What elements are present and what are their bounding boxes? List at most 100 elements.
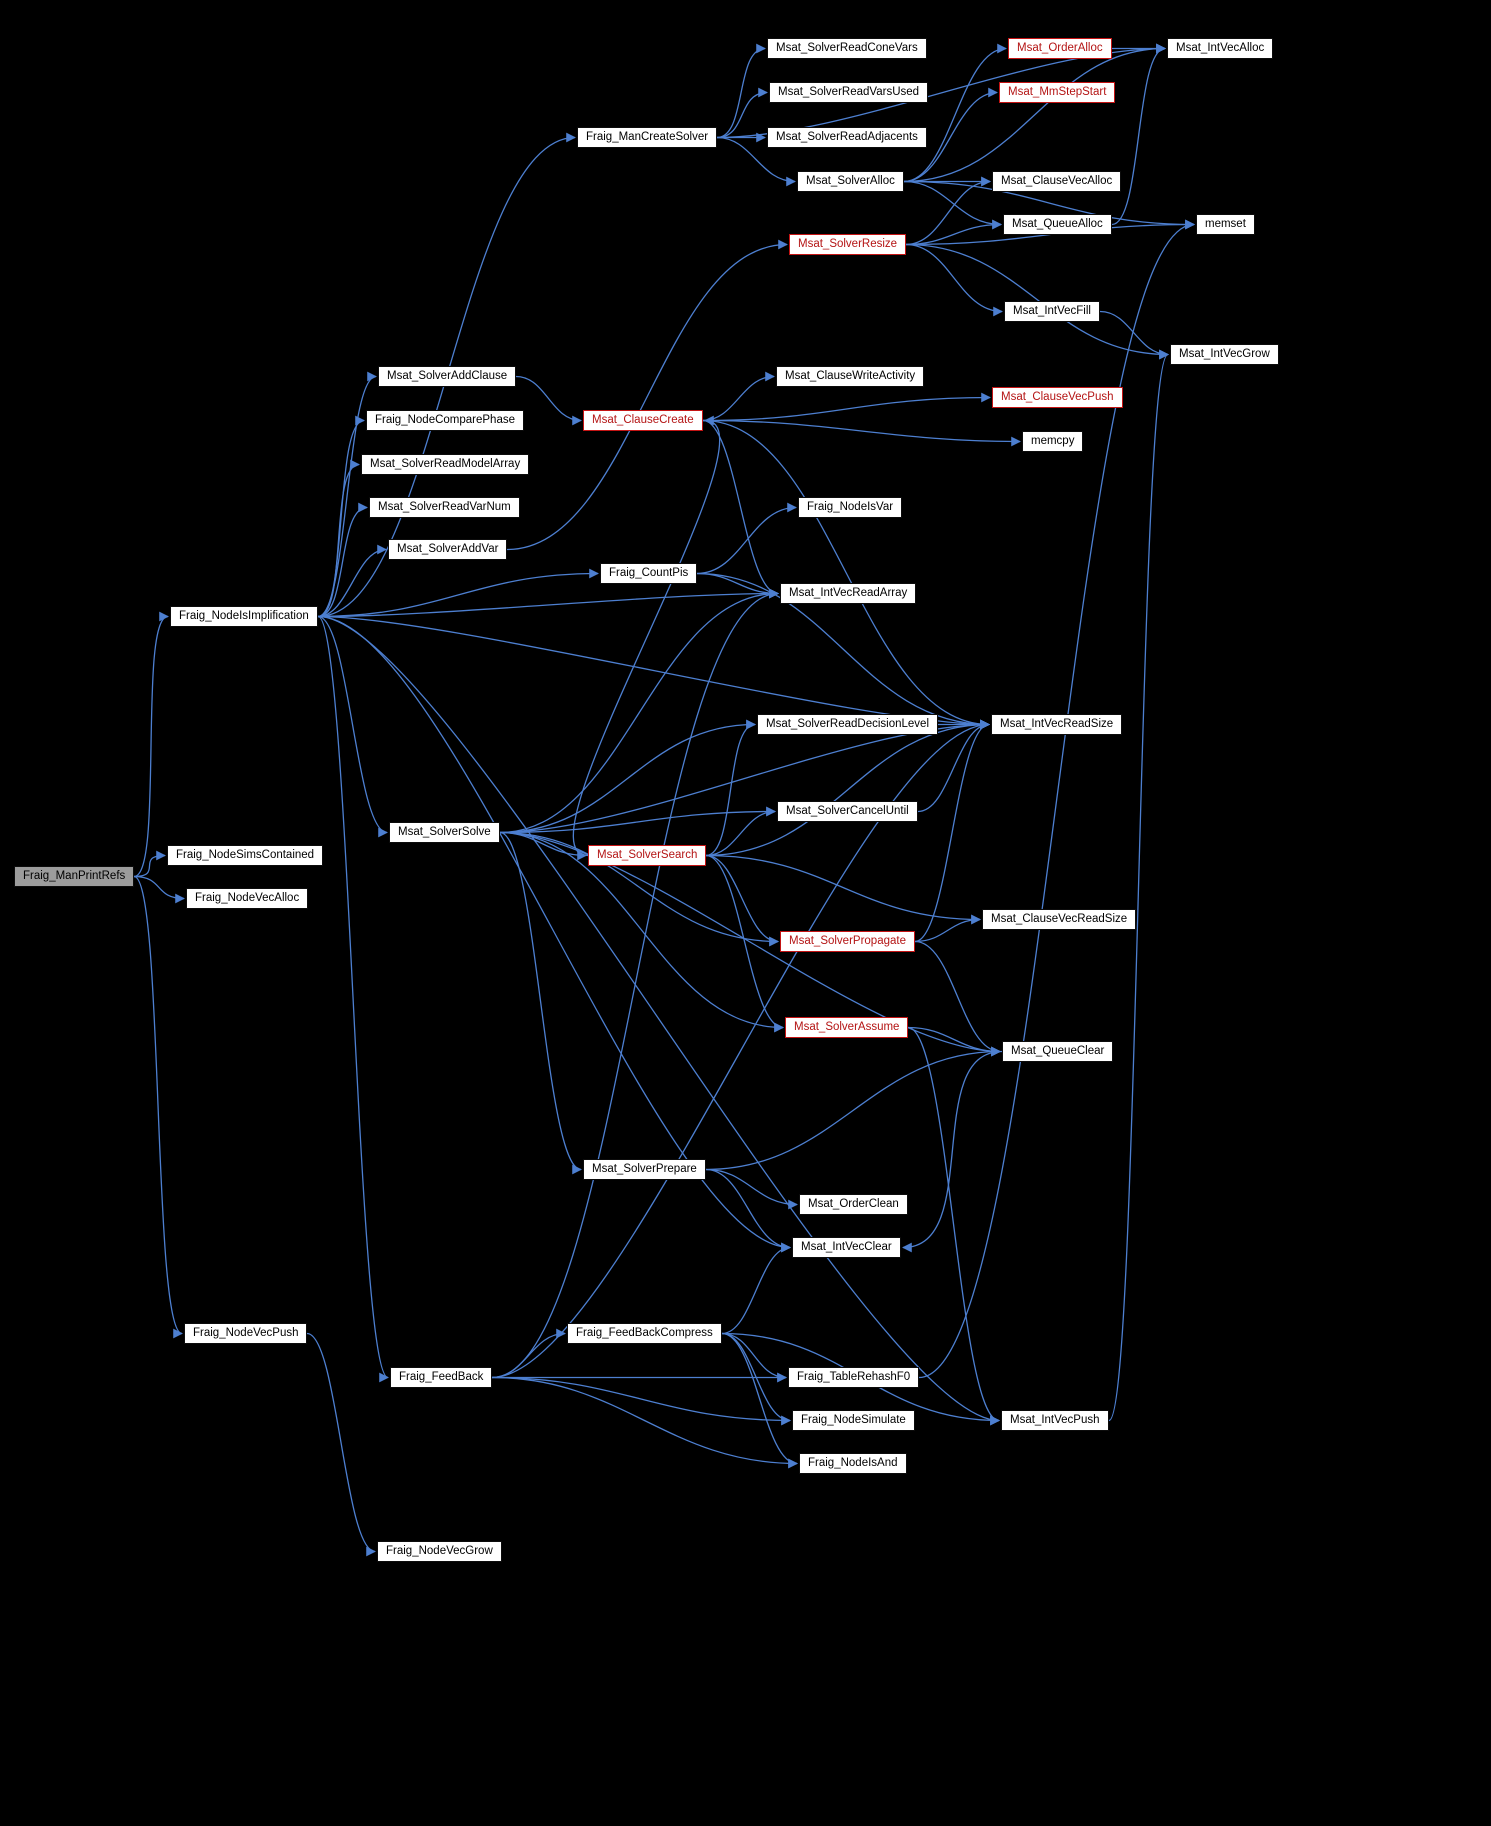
edge-Msat_SolverSolve-to-Msat_IntVecReadArray bbox=[499, 588, 779, 834]
graph-node-Fraig_NodeIsVar[interactable]: Fraig_NodeIsVar bbox=[798, 497, 903, 518]
graph-node-Msat_ClauseWriteActivity[interactable]: Msat_ClauseWriteActivity bbox=[776, 366, 925, 387]
graph-node-Fraig_NodeComparePhase[interactable]: Fraig_NodeComparePhase bbox=[366, 410, 524, 431]
edge-Fraig_TableRehashF0-to-memset bbox=[918, 219, 1195, 1379]
edge-Msat_SolverSolve-to-Msat_SolverCancelUntil bbox=[499, 806, 776, 834]
edge-Fraig_FeedBack-to-Fraig_NodeIsAnd bbox=[491, 1376, 798, 1469]
edge-Msat_SolverCancelUntil-to-Msat_IntVecReadSize bbox=[917, 719, 990, 813]
edge-Fraig_ManPrintRefs-to-Fraig_NodeVecPush bbox=[133, 875, 183, 1339]
graph-node-Msat_SolverReadDecisionLevel[interactable]: Msat_SolverReadDecisionLevel bbox=[757, 714, 938, 735]
graph-node-Msat_SolverReadAdjacents[interactable]: Msat_SolverReadAdjacents bbox=[767, 127, 927, 148]
graph-node-Msat_SolverAssume[interactable]: Msat_SolverAssume bbox=[785, 1017, 909, 1038]
graph-node-Fraig_NodeSimsContained[interactable]: Fraig_NodeSimsContained bbox=[167, 845, 324, 866]
graph-node-Fraig_FeedBackCompress[interactable]: Fraig_FeedBackCompress bbox=[567, 1323, 722, 1344]
graph-node-Fraig_TableRehashF0[interactable]: Fraig_TableRehashF0 bbox=[788, 1367, 920, 1388]
graph-node-Fraig_ManCreateSolver[interactable]: Fraig_ManCreateSolver bbox=[577, 127, 718, 148]
graph-node-Msat_IntVecReadSize[interactable]: Msat_IntVecReadSize bbox=[991, 714, 1123, 735]
edge-Msat_SolverSolve-to-Msat_SolverAssume bbox=[499, 831, 784, 1033]
graph-node-Fraig_NodeIsImplification[interactable]: Fraig_NodeIsImplification bbox=[170, 606, 318, 627]
edge-Fraig_FeedBack-to-Msat_IntVecReadArray bbox=[491, 588, 779, 1379]
edge-Msat_ClauseCreate-to-Msat_ClauseVecPush bbox=[702, 392, 991, 422]
edge-Fraig_NodeIsImplification-to-Fraig_NodeComparePhase bbox=[317, 415, 365, 618]
edge-Msat_SolverSolve-to-Msat_SolverPrepare bbox=[499, 831, 582, 1175]
graph-node-Msat_ClauseCreate[interactable]: Msat_ClauseCreate bbox=[583, 410, 703, 431]
edge-Msat_QueueAlloc-to-Msat_IntVecAlloc bbox=[1111, 43, 1166, 226]
edge-Fraig_ManPrintRefs-to-Fraig_NodeVecAlloc bbox=[133, 875, 185, 904]
graph-node-Msat_ClauseVecPush[interactable]: Msat_ClauseVecPush bbox=[992, 387, 1123, 408]
edge-Fraig_CountPis-to-Msat_IntVecReadArray bbox=[696, 572, 779, 599]
graph-node-Msat_SolverSearch[interactable]: Msat_SolverSearch bbox=[588, 845, 707, 866]
edge-Msat_SolverAlloc-to-Msat_QueueAlloc bbox=[903, 180, 1002, 230]
graph-node-Fraig_NodeVecAlloc[interactable]: Fraig_NodeVecAlloc bbox=[186, 888, 309, 909]
edge-Msat_SolverPropagate-to-Msat_ClauseVecReadSize bbox=[914, 914, 981, 943]
edge-Fraig_NodeIsImplification-to-Msat_SolverReadModelArray bbox=[317, 459, 360, 618]
edge-Fraig_NodeIsImplification-to-Fraig_CountPis bbox=[317, 568, 599, 618]
graph-node-Msat_SolverAddClause[interactable]: Msat_SolverAddClause bbox=[378, 366, 517, 387]
edge-Msat_SolverResize-to-Msat_ClauseVecAlloc bbox=[905, 176, 991, 246]
edge-Msat_SolverAssume-to-Msat_QueueClear bbox=[907, 1026, 1001, 1057]
edge-Msat_SolverSearch-to-Msat_ClauseCreate bbox=[572, 415, 721, 857]
graph-node-Msat_ClauseVecAlloc[interactable]: Msat_ClauseVecAlloc bbox=[992, 171, 1122, 192]
graph-node-Fraig_NodeVecGrow[interactable]: Fraig_NodeVecGrow bbox=[377, 1541, 502, 1562]
edge-Msat_SolverSearch-to-Msat_ClauseVecReadSize bbox=[705, 854, 981, 925]
graph-node-Msat_QueueAlloc[interactable]: Msat_QueueAlloc bbox=[1003, 214, 1112, 235]
graph-node-memset[interactable]: memset bbox=[1196, 214, 1255, 235]
edge-Msat_ClauseCreate-to-Msat_IntVecReadArray bbox=[702, 419, 779, 599]
edge-Msat_SolverSolve-to-Msat_QueueClear bbox=[499, 831, 1001, 1057]
graph-node-Fraig_FeedBack[interactable]: Fraig_FeedBack bbox=[390, 1367, 493, 1388]
edge-Msat_IntVecPush-to-Msat_IntVecGrow bbox=[1108, 349, 1169, 1422]
graph-node-memcpy[interactable]: memcpy bbox=[1022, 431, 1084, 452]
graph-node-Msat_SolverReadConeVars[interactable]: Msat_SolverReadConeVars bbox=[767, 38, 927, 59]
edge-Fraig_FeedBackCompress-to-Msat_IntVecClear bbox=[721, 1242, 791, 1335]
graph-node-Msat_IntVecReadArray[interactable]: Msat_IntVecReadArray bbox=[780, 583, 917, 604]
edge-Fraig_NodeIsImplification-to-Msat_IntVecReadArray bbox=[317, 588, 779, 618]
graph-node-Fraig_ManPrintRefs[interactable]: Fraig_ManPrintRefs bbox=[14, 866, 135, 887]
graph-node-Fraig_NodeSimulate[interactable]: Fraig_NodeSimulate bbox=[792, 1410, 915, 1431]
graph-node-Fraig_NodeIsAnd[interactable]: Fraig_NodeIsAnd bbox=[799, 1453, 907, 1474]
graph-node-Msat_SolverReadModelArray[interactable]: Msat_SolverReadModelArray bbox=[361, 454, 530, 475]
graph-node-Msat_SolverReadVarsUsed[interactable]: Msat_SolverReadVarsUsed bbox=[769, 82, 929, 103]
graph-node-Msat_SolverAlloc[interactable]: Msat_SolverAlloc bbox=[797, 171, 904, 192]
edge-Msat_SolverResize-to-Msat_IntVecGrow bbox=[905, 243, 1169, 360]
graph-node-Msat_MmStepStart[interactable]: Msat_MmStepStart bbox=[999, 82, 1116, 103]
graph-node-Msat_OrderAlloc[interactable]: Msat_OrderAlloc bbox=[1008, 38, 1112, 59]
graph-node-Msat_SolverCancelUntil[interactable]: Msat_SolverCancelUntil bbox=[777, 801, 918, 822]
edge-Msat_SolverAddClause-to-Msat_ClauseCreate bbox=[515, 375, 582, 426]
edge-Fraig_NodeVecPush-to-Fraig_NodeVecGrow bbox=[306, 1332, 376, 1557]
graph-node-Msat_IntVecAlloc[interactable]: Msat_IntVecAlloc bbox=[1167, 38, 1274, 59]
edge-Msat_ClauseCreate-to-memcpy bbox=[702, 419, 1021, 447]
graph-node-Msat_OrderClean[interactable]: Msat_OrderClean bbox=[799, 1194, 908, 1215]
edge-Msat_ClauseCreate-to-Msat_ClauseWriteActivity bbox=[702, 371, 775, 422]
graph-node-Msat_QueueClear[interactable]: Msat_QueueClear bbox=[1002, 1041, 1114, 1062]
graph-node-Msat_IntVecClear[interactable]: Msat_IntVecClear bbox=[792, 1237, 901, 1258]
edge-Msat_IntVecFill-to-Msat_IntVecGrow bbox=[1099, 310, 1169, 360]
graph-node-Fraig_NodeVecPush[interactable]: Fraig_NodeVecPush bbox=[184, 1323, 308, 1344]
edge-Msat_SolverSearch-to-Msat_SolverCancelUntil bbox=[705, 806, 776, 857]
edge-Msat_SolverPrepare-to-Msat_QueueClear bbox=[705, 1046, 1001, 1171]
edge-Fraig_FeedBackCompress-to-Fraig_TableRehashF0 bbox=[721, 1332, 787, 1383]
graph-node-Msat_IntVecGrow[interactable]: Msat_IntVecGrow bbox=[1170, 344, 1279, 365]
graph-node-Msat_IntVecFill[interactable]: Msat_IntVecFill bbox=[1004, 301, 1100, 322]
edge-Fraig_FeedBack-to-Msat_IntVecReadSize bbox=[491, 719, 990, 1379]
graph-node-Msat_IntVecPush[interactable]: Msat_IntVecPush bbox=[1001, 1410, 1109, 1431]
edge-Msat_SolverSearch-to-Msat_SolverAssume bbox=[705, 854, 784, 1033]
edge-Msat_SolverPropagate-to-Msat_IntVecReadSize bbox=[914, 719, 990, 943]
edge-Fraig_ManCreateSolver-to-Msat_SolverAlloc bbox=[716, 136, 796, 187]
graph-node-Msat_SolverSolve[interactable]: Msat_SolverSolve bbox=[389, 822, 500, 843]
graph-node-Msat_SolverPropagate[interactable]: Msat_SolverPropagate bbox=[780, 931, 915, 952]
edge-Msat_SolverSearch-to-Msat_SolverReadDecisionLevel bbox=[705, 719, 756, 857]
edge-Msat_SolverSearch-to-Msat_SolverPropagate bbox=[705, 854, 779, 947]
graph-node-Fraig_CountPis[interactable]: Fraig_CountPis bbox=[600, 563, 698, 584]
edge-Fraig_NodeIsImplification-to-Msat_IntVecPush bbox=[317, 615, 1000, 1426]
graph-node-Msat_SolverResize[interactable]: Msat_SolverResize bbox=[789, 234, 907, 255]
graph-node-Msat_SolverReadVarNum[interactable]: Msat_SolverReadVarNum bbox=[369, 497, 520, 518]
edge-Fraig_ManPrintRefs-to-Fraig_NodeSimsContained bbox=[133, 850, 166, 878]
graph-node-Msat_ClauseVecReadSize[interactable]: Msat_ClauseVecReadSize bbox=[982, 909, 1137, 930]
graph-node-Msat_SolverPrepare[interactable]: Msat_SolverPrepare bbox=[583, 1159, 706, 1180]
graph-node-Msat_SolverAddVar[interactable]: Msat_SolverAddVar bbox=[388, 539, 508, 560]
edge-Fraig_NodeIsImplification-to-Msat_SolverAddVar bbox=[317, 544, 387, 618]
edge-Fraig_CountPis-to-Msat_IntVecReadSize bbox=[696, 572, 990, 730]
edge-Fraig_CountPis-to-Fraig_NodeIsVar bbox=[696, 502, 797, 575]
edge-Fraig_ManCreateSolver-to-Msat_SolverReadConeVars bbox=[716, 43, 766, 139]
